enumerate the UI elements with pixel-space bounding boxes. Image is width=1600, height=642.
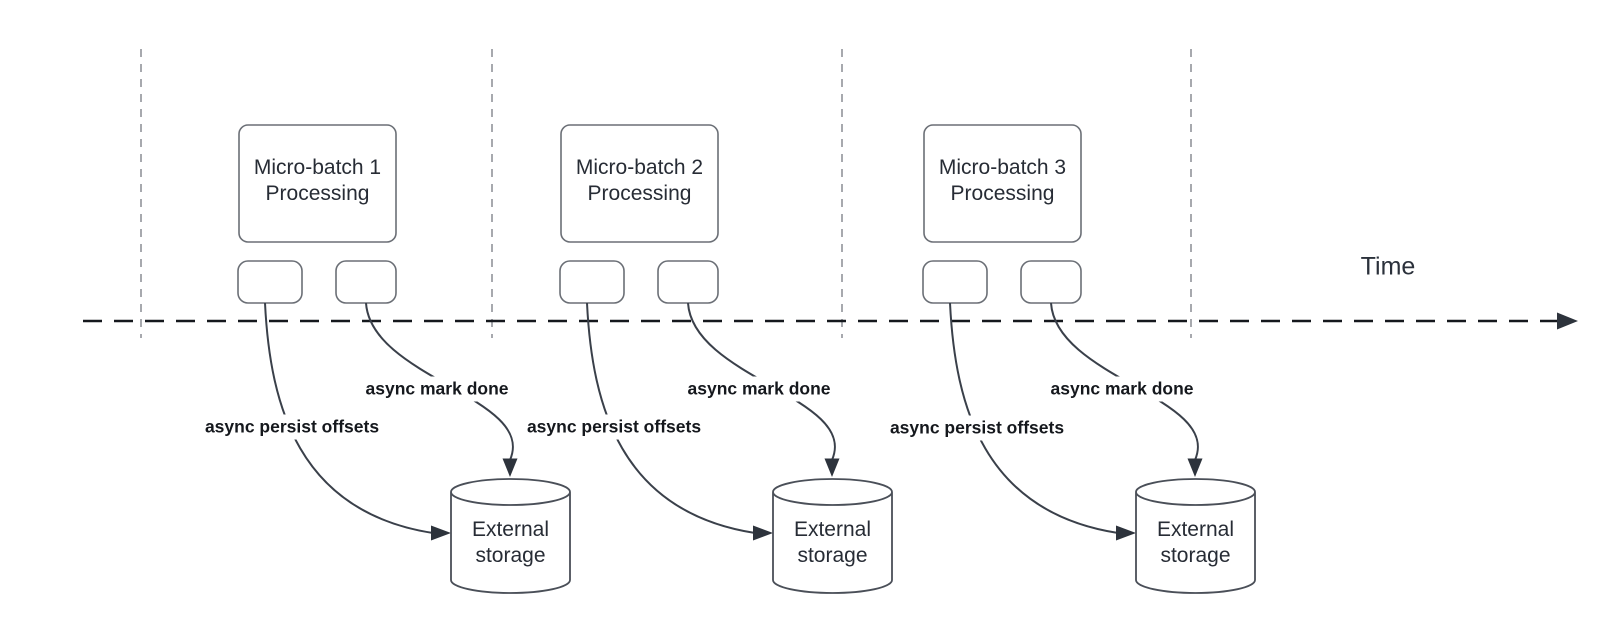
external-storage-cylinder — [1135, 478, 1256, 594]
async-mark-done-label: async mark done — [681, 376, 837, 402]
async-persist-arrowhead-icon — [1116, 525, 1136, 541]
processing-box-title-line2: Processing — [950, 182, 1055, 205]
processing-box-label: Micro-batch 3 Processing — [924, 125, 1081, 242]
async-persist-offsets-label: async persist offsets — [520, 414, 708, 440]
external-storage-line1: External — [1156, 518, 1235, 541]
external-storage-line1: External — [471, 518, 550, 541]
processing-box — [560, 124, 719, 243]
async-mark-done-arrowhead-icon — [824, 458, 840, 477]
external-storage-line2: storage — [797, 544, 868, 567]
async-persist-arrow — [949, 302, 1119, 534]
processing-box-label: Micro-batch 1 Processing — [239, 125, 396, 242]
time-axis-label: Time — [1360, 252, 1416, 281]
processing-box-title-line1: Micro-batch 2 — [575, 156, 704, 179]
processing-box-title-line2: Processing — [265, 182, 370, 205]
external-storage-label: External storage — [773, 499, 892, 587]
async-mark-done-arrowhead-icon — [502, 458, 518, 477]
async-persist-offsets-label: async persist offsets — [198, 414, 386, 440]
async-persist-arrowhead-icon — [431, 525, 451, 541]
external-storage-line1: External — [793, 518, 872, 541]
processing-box-title-line1: Micro-batch 3 — [938, 156, 1067, 179]
processing-box-title-line2: Processing — [587, 182, 692, 205]
processing-box-title-line1: Micro-batch 1 — [253, 156, 382, 179]
async-mark-done-arrowhead-icon — [1187, 458, 1203, 477]
offset-commit-box — [237, 260, 303, 304]
processing-box — [923, 124, 1082, 243]
external-storage-label: External storage — [451, 499, 570, 587]
async-persist-offsets-label: async persist offsets — [883, 415, 1071, 441]
micro-batch-group-2 — [559, 124, 893, 594]
external-storage-line2: storage — [475, 544, 546, 567]
mark-done-box — [335, 260, 397, 304]
offset-commit-box — [559, 260, 625, 304]
processing-box — [238, 124, 397, 243]
external-storage-label: External storage — [1136, 499, 1255, 587]
micro-batch-group-3 — [922, 124, 1256, 594]
mark-done-box — [1020, 260, 1082, 304]
async-persist-arrow — [264, 302, 434, 534]
external-storage-cylinder — [450, 478, 571, 594]
async-persist-arrow — [586, 302, 756, 534]
mark-done-box — [657, 260, 719, 304]
external-storage-cylinder — [772, 478, 893, 594]
offset-commit-box — [922, 260, 988, 304]
async-persist-arrowhead-icon — [753, 525, 773, 541]
external-storage-line2: storage — [1160, 544, 1231, 567]
async-mark-done-label: async mark done — [359, 376, 515, 402]
micro-batch-group-1 — [237, 124, 571, 594]
processing-box-label: Micro-batch 2 Processing — [561, 125, 718, 242]
time-axis-arrowhead-icon — [1557, 312, 1578, 330]
async-mark-done-label: async mark done — [1044, 376, 1200, 402]
